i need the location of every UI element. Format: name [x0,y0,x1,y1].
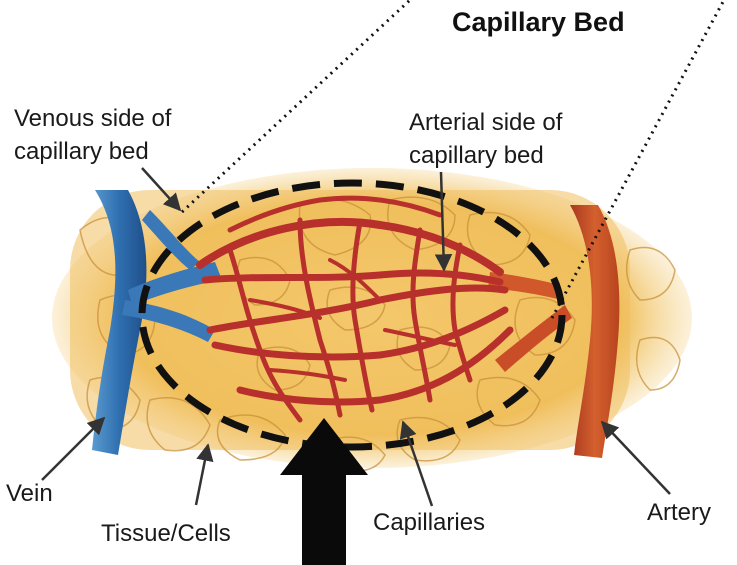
diagram-title: Capillary Bed [452,8,625,37]
arterial-side-label-line2: capillary bed [409,141,544,170]
artery-label: Artery [647,498,711,527]
capillaries-label: Capillaries [373,508,485,537]
arterial-side-label-line1: Arterial side of [409,108,562,137]
vein-label: Vein [6,479,53,508]
venous-side-label-line2: capillary bed [14,137,149,166]
artery-pointer [602,422,670,494]
tissue-cells-label: Tissue/Cells [101,519,231,548]
venous-side-label-line1: Venous side of [14,104,171,133]
tissue-pointer [196,445,208,505]
